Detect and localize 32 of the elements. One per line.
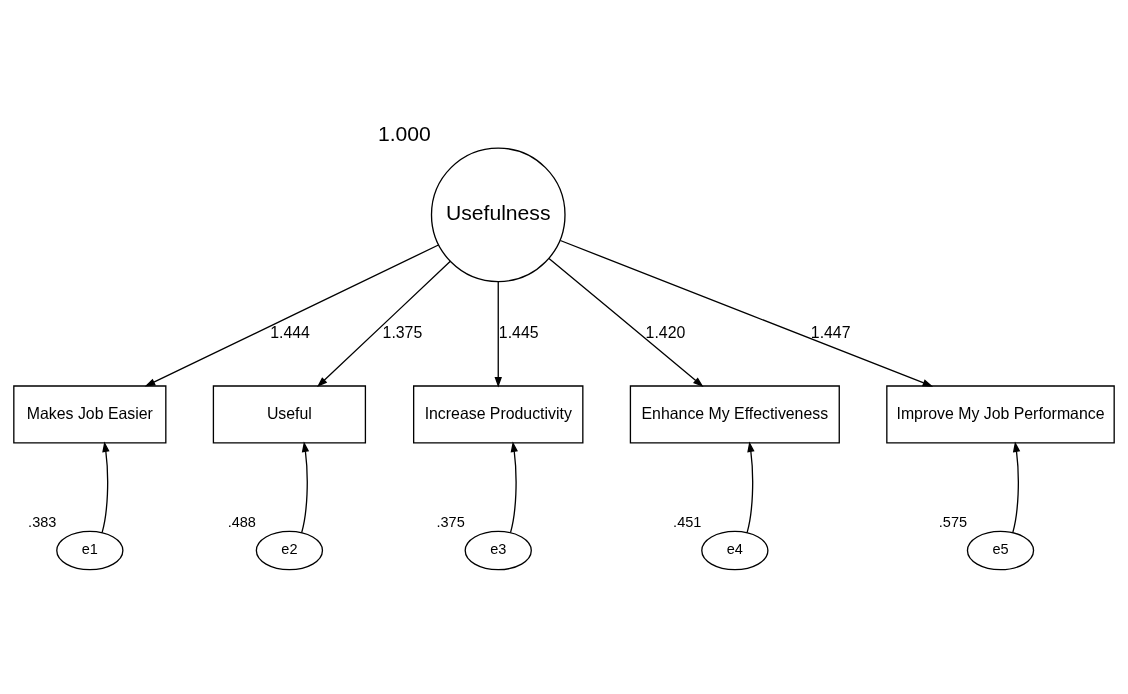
arrow	[509, 441, 518, 534]
node-label: .575	[938, 514, 968, 531]
edge-label: 1.375	[382, 323, 423, 341]
node-label: .451	[673, 514, 702, 531]
arrow	[316, 260, 451, 388]
arrow	[101, 441, 110, 534]
node-circle: Usefulness	[430, 147, 566, 283]
arrow	[746, 441, 755, 534]
node-box: Makes Job Easier	[13, 385, 167, 444]
node-ellipse: e3	[464, 530, 532, 571]
arrow	[1012, 441, 1021, 534]
edge-label: 1.444	[270, 323, 310, 341]
arrow	[144, 244, 440, 387]
node-ellipse: e5	[966, 530, 1035, 571]
arrow	[301, 441, 310, 534]
node-label: 1.000	[377, 122, 431, 146]
node-label: .383	[28, 514, 57, 531]
edge-label: 1.447	[810, 323, 851, 341]
edge-label: 1.445	[498, 323, 539, 341]
arrow	[494, 281, 502, 388]
node-ellipse: e2	[255, 530, 324, 571]
node-box: Increase Productivity	[413, 385, 584, 444]
node-label: .488	[227, 514, 256, 531]
node-label: .375	[436, 514, 465, 531]
edge-label: 1.420	[645, 323, 686, 341]
arrow	[559, 239, 934, 387]
node-box: Improve My Job Performance	[886, 385, 1115, 444]
arrow	[548, 257, 704, 387]
node-ellipse: e1	[56, 530, 124, 571]
node-ellipse: e4	[701, 530, 769, 571]
node-box: Enhance My Effectiveness	[629, 385, 840, 444]
node-box: Useful	[212, 385, 367, 444]
